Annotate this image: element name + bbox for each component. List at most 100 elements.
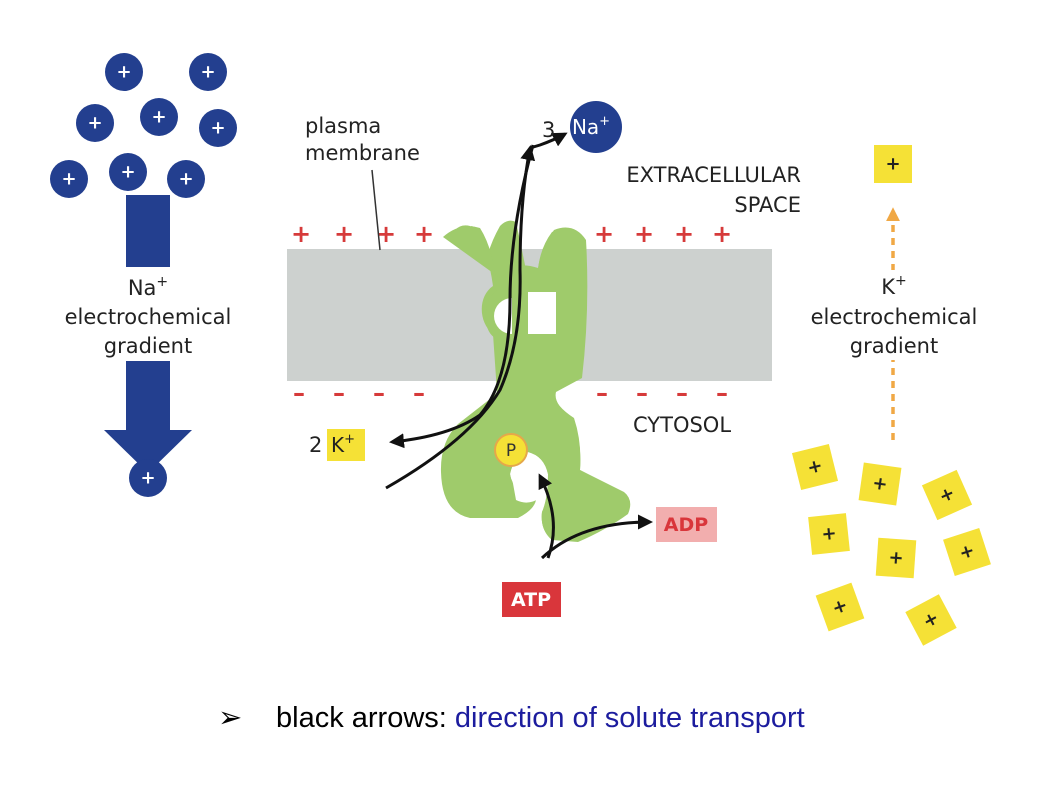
k-ion: + xyxy=(921,469,973,521)
charge-plus: + xyxy=(712,220,732,248)
charge-plus: + xyxy=(376,220,396,248)
plasma-label-line1: plasma xyxy=(305,114,381,138)
k-ion-plus: + xyxy=(885,154,900,175)
k-ion: + xyxy=(905,594,957,646)
two-label: 2 xyxy=(309,433,322,457)
k-ion-high: + xyxy=(874,145,912,183)
na-ion: + xyxy=(189,53,227,91)
na-ion-plus: + xyxy=(61,169,76,190)
charge-minus: – xyxy=(716,379,728,407)
na-ion: + xyxy=(105,53,143,91)
two-k-label: 2 K+ xyxy=(309,429,365,461)
svg-text:Na+: Na+ xyxy=(128,274,168,300)
na-ion-low: + xyxy=(129,459,167,497)
three-na-label: 3 Na+ xyxy=(542,101,622,153)
caption: ➢ black arrows: direction of solute trans… xyxy=(218,700,805,735)
charge-plus: + xyxy=(674,220,694,248)
k-ion: + xyxy=(815,582,865,632)
k-ion-plus: + xyxy=(871,473,889,496)
charge-plus: + xyxy=(414,220,434,248)
na-export-arrow xyxy=(385,145,536,490)
k-label-line3: gradient xyxy=(850,334,938,358)
charge-minus: – xyxy=(333,379,345,407)
na-badge-label: Na xyxy=(572,115,599,139)
inner-charges: – – – – – – – – xyxy=(293,379,728,407)
na-export-arrow-head xyxy=(529,132,568,150)
three-label: 3 xyxy=(542,118,555,142)
na-ion-plus: + xyxy=(200,62,215,83)
charge-minus: – xyxy=(413,379,425,407)
na-ion: + xyxy=(50,160,88,198)
k-ion-plus: + xyxy=(957,540,978,565)
k-label-sup: + xyxy=(895,273,907,289)
phosphate-label: P xyxy=(506,441,516,461)
na-label-ion: Na xyxy=(128,276,157,300)
outer-charges: + + + + + + + + xyxy=(291,220,732,248)
na-ion: + xyxy=(167,160,205,198)
svg-text:Na+: Na+ xyxy=(572,114,610,139)
sodium-potassium-pump xyxy=(440,220,631,543)
k-import-arrow xyxy=(389,144,535,449)
phosphate-group: P xyxy=(494,433,528,467)
k-ions-low: + + + + + + + + xyxy=(791,443,991,646)
charge-minus: – xyxy=(676,379,688,407)
k-ion: + xyxy=(791,443,839,491)
adp-box: ADP xyxy=(656,507,717,542)
caption-part1: black arrows: xyxy=(276,702,455,734)
na-ion-plus: + xyxy=(210,118,225,139)
adp-label: ADP xyxy=(664,514,708,536)
k-gradient-label: K+ electrochemical gradient xyxy=(811,273,978,358)
k-ion-plus: + xyxy=(820,523,837,545)
k-label-background xyxy=(802,270,992,360)
na-ion: + xyxy=(76,104,114,142)
charge-minus: – xyxy=(636,379,648,407)
k-label-ion: K xyxy=(881,275,896,299)
charge-minus: – xyxy=(596,379,608,407)
k-ion: + xyxy=(943,528,991,576)
charge-plus: + xyxy=(634,220,654,248)
na-gradient-label: Na+ electrochemical gradient xyxy=(65,274,232,358)
svg-text:K+: K+ xyxy=(881,273,907,299)
k-ion: + xyxy=(808,513,850,555)
extracellular-line1: EXTRACELLULAR xyxy=(626,163,801,187)
k-ion: + xyxy=(858,462,902,506)
na-ion-plus: + xyxy=(87,113,102,134)
charge-plus: + xyxy=(334,220,354,248)
k-ion-plus: + xyxy=(829,595,850,620)
na-label-sup: + xyxy=(156,274,168,290)
na-ion: + xyxy=(140,98,178,136)
svg-text:K+: K+ xyxy=(331,432,355,457)
k-badge-sup: + xyxy=(344,432,355,447)
na-ion: + xyxy=(199,109,237,147)
plasma-membrane-leader-line xyxy=(371,169,381,251)
charge-plus: + xyxy=(594,220,614,248)
atp-box: ATP xyxy=(502,582,561,617)
k-badge-label: K xyxy=(331,433,345,457)
na-ion-plus: + xyxy=(151,107,166,128)
k-label-line2: electrochemical xyxy=(811,305,978,329)
na-ion-plus: + xyxy=(120,162,135,183)
plasma-label-line2: membrane xyxy=(305,141,420,165)
charge-minus: – xyxy=(293,379,305,407)
na-label-line2: electrochemical xyxy=(65,305,232,329)
na-ion: + xyxy=(109,153,147,191)
extracellular-line2: SPACE xyxy=(734,193,801,217)
k-ion-plus: + xyxy=(805,455,825,479)
na-ion-plus: + xyxy=(178,169,193,190)
k-ion: + xyxy=(875,537,917,579)
na-gradient-arrow xyxy=(104,195,192,473)
na-badge-sup: + xyxy=(599,114,610,129)
caption-part2: direction of solute transport xyxy=(454,702,805,734)
cytosol-label: CYTOSOL xyxy=(633,413,731,437)
transport-arrows xyxy=(385,132,653,560)
charge-plus: + xyxy=(291,220,311,248)
atp-label: ATP xyxy=(511,589,551,611)
k-ion-plus: + xyxy=(888,547,905,569)
na-label-line3: gradient xyxy=(104,334,192,358)
na-ions-high: + + + + + + + + xyxy=(50,53,237,198)
arrow-bullet-icon: ➢ xyxy=(218,702,243,734)
atp-to-adp-arrow xyxy=(540,514,653,560)
na-ion-plus: + xyxy=(116,62,131,83)
charge-minus: – xyxy=(373,379,385,407)
